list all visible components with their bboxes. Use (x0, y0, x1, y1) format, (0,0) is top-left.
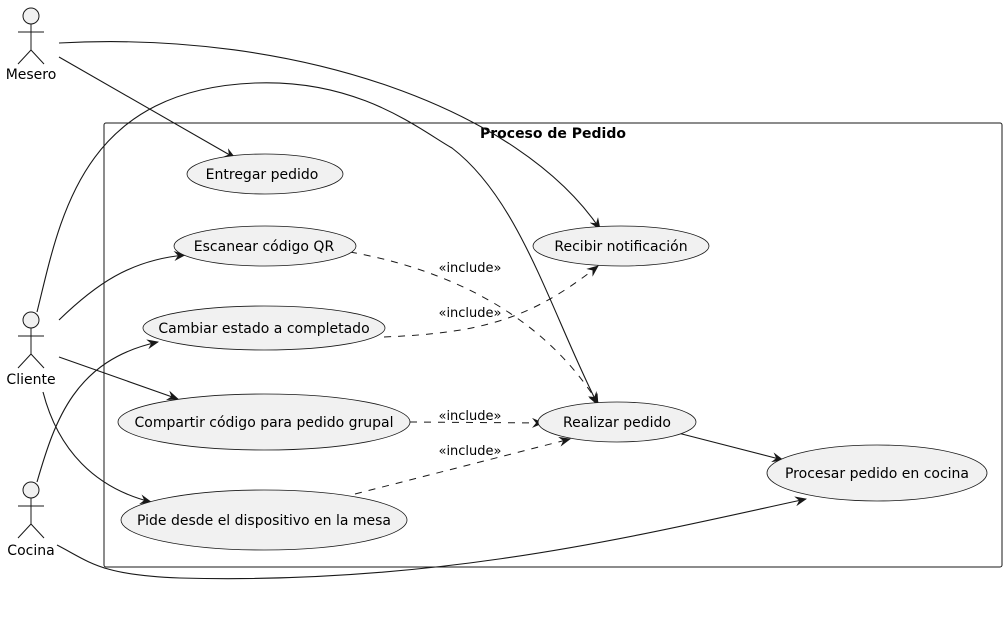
include-label-escanear: «include» (438, 261, 501, 276)
use-case-label: Entregar pedido (206, 167, 319, 183)
use-case-label: Escanear código QR (194, 239, 335, 255)
assoc-realizar-procesar (677, 432, 784, 463)
use-case-cambiar: Cambiar estado a completado (142, 305, 386, 351)
use-case-label: Compartir código para pedido grupal (134, 415, 393, 431)
actor-head (22, 481, 40, 499)
incl-cambiar-recibir (383, 265, 599, 338)
use-case-label: Cambiar estado a completado (158, 321, 369, 337)
assoc-cocina-cambiar (36, 339, 159, 483)
use-case-realizar: Realizar pedido (537, 401, 697, 443)
actor-label: Cocina (7, 543, 54, 559)
system-title: Proceso de Pedido (480, 126, 626, 142)
actor-head (22, 311, 40, 329)
associations (36, 41, 807, 580)
assoc-mesero-entregar (58, 56, 236, 159)
incl-escanear-realizar (349, 251, 599, 404)
use-case-label: Recibir notificación (554, 239, 687, 255)
include-label-cambiar: «include» (438, 306, 501, 321)
use-case-label: Pide desde el dispositivo en la mesa (137, 513, 391, 529)
system-boundary: Proceso de Pedido (103, 122, 1003, 568)
include-relations: «include» «include» «include» «include» (349, 251, 599, 495)
assoc-cliente-compartir (58, 356, 179, 401)
actor-cocina: Cocina (7, 481, 55, 559)
use-case-pide: Pide desde el dispositivo en la mesa (120, 489, 408, 551)
actor-cliente: Cliente (6, 311, 56, 388)
actor-head (22, 7, 40, 25)
use-case-procesar: Procesar pedido en cocina (766, 444, 988, 502)
actor-label: Cliente (6, 372, 55, 388)
include-label-compartir: «include» (438, 409, 501, 424)
assoc-cliente-escanear (58, 251, 186, 321)
actor-mesero: Mesero (6, 7, 57, 83)
actor-label: Mesero (6, 67, 57, 83)
use-case-label: Procesar pedido en cocina (785, 466, 969, 482)
use-case-label: Realizar pedido (563, 415, 671, 431)
use-case-escanear: Escanear código QR (173, 225, 357, 267)
include-label-pide: «include» (438, 444, 501, 459)
use-case-compartir: Compartir código para pedido grupal (117, 393, 411, 451)
use-case-recibir: Recibir notificación (532, 225, 710, 267)
assoc-cliente-realizar (36, 82, 599, 406)
assoc-cocina-procesar (56, 496, 807, 580)
assoc-cliente-pide (42, 391, 152, 505)
use-case-entregar: Entregar pedido (186, 153, 344, 195)
assoc-mesero-recibir (58, 41, 601, 230)
incl-pide-realizar (354, 436, 571, 495)
